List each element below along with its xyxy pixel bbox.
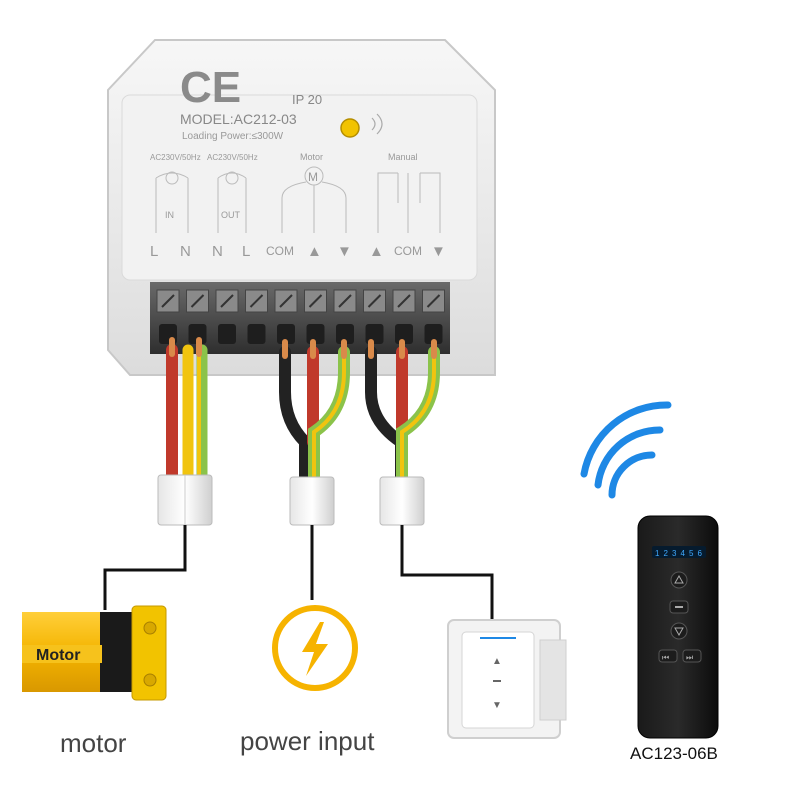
connector-sleeves (157, 474, 425, 526)
channel-display (652, 546, 706, 558)
stop-icon[interactable] (493, 680, 501, 682)
down-arrow-icon[interactable] (670, 622, 688, 640)
loading-power-label: Loading Power:≤300W (182, 131, 284, 142)
manual-section-label: Manual (388, 152, 418, 162)
terminal-hole (188, 324, 207, 344)
terminal-hole (277, 324, 295, 344)
ip-rating: IP 20 (292, 92, 322, 107)
motor-caption: motor (60, 728, 127, 758)
power-input-caption: power input (240, 726, 375, 756)
in-spec-label: AC230V/50Hz (150, 153, 201, 162)
svg-text:⏭: ⏭ (686, 653, 693, 662)
power-input-icon (272, 605, 358, 691)
tubular-motor: Motor (22, 605, 167, 701)
terminal-hole (218, 324, 236, 344)
screw-slot (367, 294, 382, 308)
terminal-screws (156, 289, 445, 344)
screw-slot (190, 294, 205, 308)
terminal-label: ▼ (337, 243, 352, 260)
signal-mini-icon (371, 113, 383, 135)
out-spec-label: AC230V/50Hz (207, 153, 258, 162)
screw-slot (397, 294, 411, 308)
up-arrow-icon[interactable] (670, 571, 688, 589)
pairing-button[interactable] (340, 118, 360, 138)
schematic-lines (155, 166, 441, 233)
signal-waves-icon (580, 401, 672, 499)
terminal-hole (424, 324, 443, 344)
screw-slot (161, 294, 175, 308)
terminal-label: L (150, 243, 158, 260)
next-icon[interactable] (682, 649, 702, 663)
switch-module: CE IP 20 MODEL:AC212-03 Loading Power:≤3… (107, 39, 496, 376)
channel-indicator: 6 (698, 549, 703, 558)
screw-slot (220, 294, 234, 308)
screw-slot (279, 294, 293, 308)
terminal-hole (395, 324, 413, 344)
screw-slot (249, 294, 264, 308)
screw-slot (308, 294, 323, 308)
channel-indicator: 4 (681, 549, 686, 558)
terminal-label: N (180, 243, 191, 260)
connection-lines (103, 525, 494, 623)
terminal-hole (247, 324, 266, 344)
terminal-label: ▼ (431, 243, 446, 260)
in-label: IN (165, 210, 174, 220)
motor-symbol: M (308, 170, 318, 184)
terminal-label: ▲ (369, 243, 384, 260)
channel-indicator: 3 (672, 549, 677, 558)
down-arrow-icon[interactable]: ▼ (492, 700, 502, 711)
terminal-label: L (242, 243, 250, 260)
channel-indicator: 2 (664, 549, 669, 558)
terminal-label: COM (266, 244, 294, 258)
channel-indicator: 5 (689, 549, 694, 558)
prev-icon[interactable] (658, 649, 678, 663)
model-label: MODEL:AC212-03 (180, 111, 297, 127)
remote-model-caption: AC123-06B (630, 744, 718, 763)
wall-switch: ▲ ▼ (447, 619, 567, 739)
screw-slot (426, 294, 441, 308)
channel-indicator: 1 (655, 549, 660, 558)
screw-slot (338, 294, 352, 308)
terminal-label: ▲ (307, 243, 322, 260)
terminal-label: COM (394, 244, 422, 258)
motor-section-label: Motor (300, 152, 323, 162)
ce-mark: CE (180, 63, 241, 112)
svg-text:⏮: ⏮ (662, 653, 669, 662)
wires (166, 337, 440, 493)
motor-label: Motor (36, 647, 80, 664)
out-label: OUT (221, 210, 241, 220)
up-arrow-icon[interactable]: ▲ (492, 656, 502, 667)
terminal-hole (306, 324, 325, 344)
terminal-hole (336, 324, 354, 344)
terminal-label: N (212, 243, 223, 260)
terminal-hole (365, 324, 384, 344)
